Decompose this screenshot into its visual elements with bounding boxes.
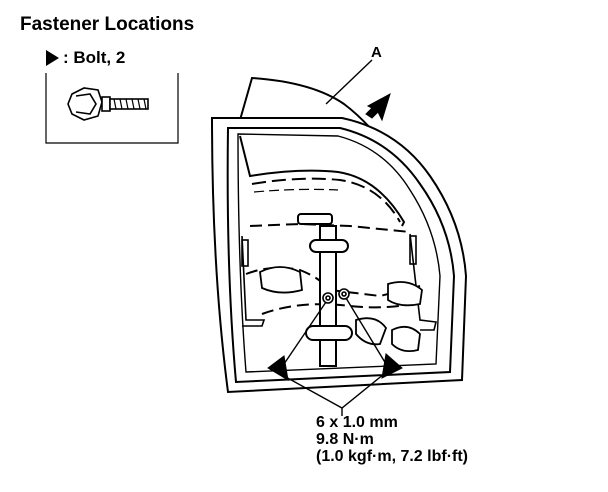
bolt-illustration-icon	[67, 87, 149, 121]
spec-bolt-size: 6 x 1.0 mm	[316, 414, 398, 431]
bolt-marker-right-icon	[381, 353, 403, 379]
torque-spec: 6 x 1.0 mm 9.8 N·m (1.0 kgf·m, 7.2 lbf·f…	[316, 414, 468, 465]
window-frame	[239, 135, 406, 227]
regulator-bolts	[322, 288, 350, 304]
regulator-arm	[297, 213, 353, 367]
legend-box	[45, 73, 179, 144]
access-holes	[259, 266, 423, 353]
legend-bolt: : Bolt, 2	[46, 48, 125, 68]
door-panel	[210, 117, 468, 394]
bolt-markers	[267, 353, 403, 381]
page-title: Fastener Locations	[20, 14, 195, 35]
leader-lines	[283, 59, 387, 416]
callout-label-a: A	[371, 44, 382, 61]
spec-torque-imperial: (1.0 kgf·m, 7.2 lbf·ft)	[316, 448, 469, 465]
legend-label: : Bolt, 2	[63, 48, 126, 67]
bolt-marker-left-icon	[267, 355, 289, 381]
bolt-triangle-marker-icon	[46, 50, 59, 66]
direction-arrow-icon	[365, 92, 391, 122]
spec-torque-nm: 9.8 N·m	[316, 431, 374, 448]
